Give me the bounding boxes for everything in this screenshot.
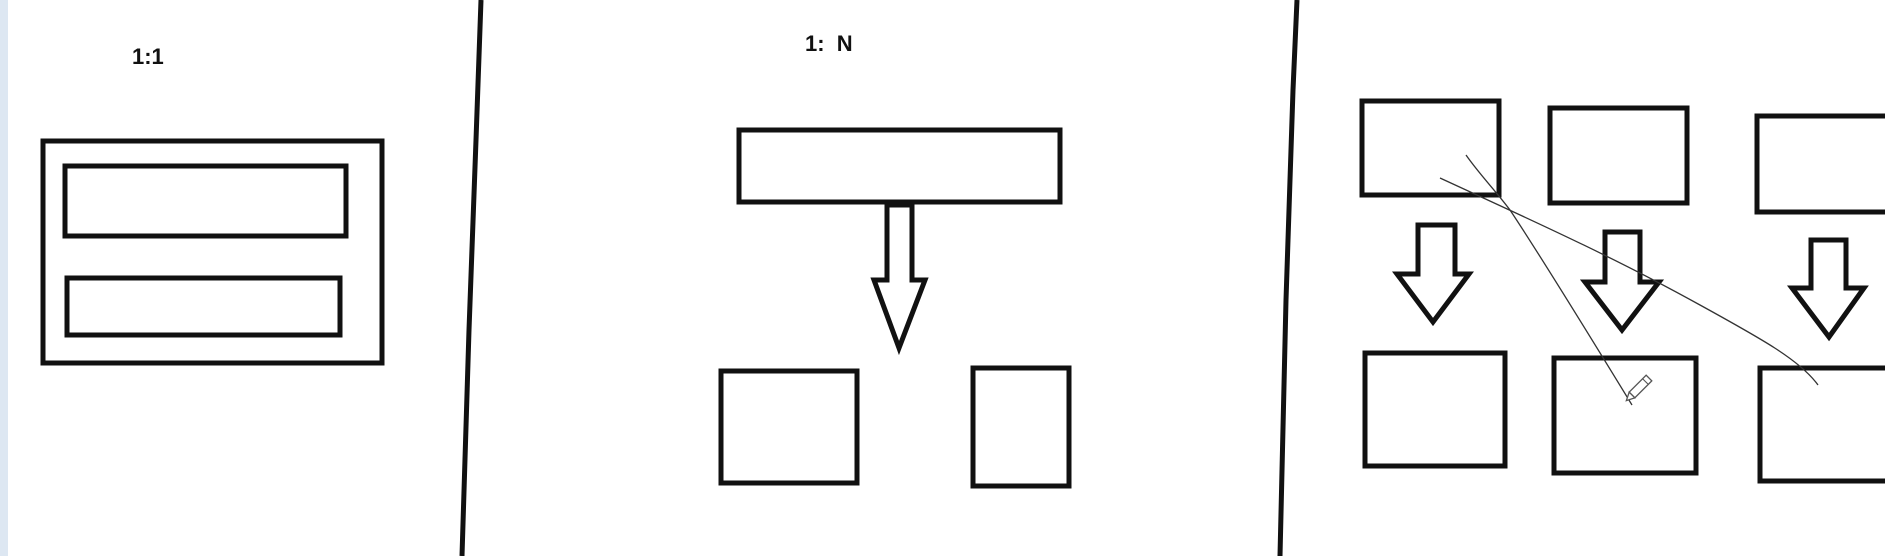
down-arrow-icon (1579, 229, 1665, 335)
child-box-right (970, 365, 1072, 489)
down-arrow-icon (1392, 222, 1474, 327)
panel-one-to-one (40, 138, 385, 366)
label-one-to-one: 1:1 (132, 44, 164, 69)
pencil-cursor-icon (1625, 374, 1653, 402)
panel-many-to-many (1359, 98, 1885, 484)
top-box-2 (1547, 105, 1690, 206)
top-box-1 (1359, 98, 1502, 198)
outer-box (40, 138, 385, 366)
inner-box-bottom (64, 275, 343, 338)
down-arrow-icon (870, 202, 929, 356)
inner-box-top (62, 163, 349, 239)
panel-divider-left (459, 0, 484, 556)
pen-stroke-2 (1465, 154, 1633, 406)
child-box-left (718, 368, 860, 486)
pen-stroke-1 (1439, 177, 1819, 386)
top-box-3 (1754, 113, 1885, 215)
left-edge-strip (0, 0, 8, 556)
bottom-box-1 (1362, 350, 1508, 469)
bottom-box-3 (1757, 365, 1885, 484)
label-one-to-many: 1: N (805, 31, 853, 56)
panel-one-to-many (718, 127, 1072, 489)
down-arrow-icon (1786, 237, 1869, 342)
panel-divider-right (1277, 0, 1300, 556)
parent-box (736, 127, 1063, 205)
bottom-box-2 (1551, 355, 1699, 476)
